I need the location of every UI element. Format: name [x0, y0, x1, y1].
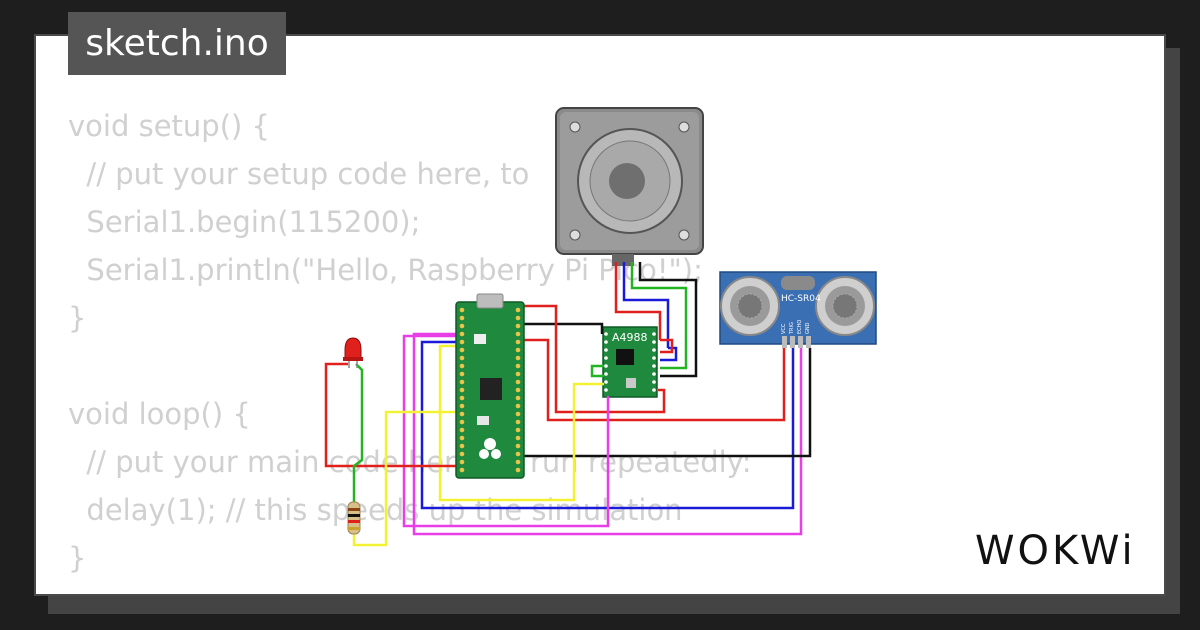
raspberry-pi-pico[interactable]: [455, 293, 525, 479]
wokwi-logo: WOKWi: [975, 528, 1136, 574]
code-line: // put your setup code here, to: [68, 157, 530, 191]
sensor-pin-label: TRIG: [789, 322, 795, 335]
code-line: }: [68, 301, 87, 335]
hc-sr04-sensor[interactable]: HC-SR04 VCC TRIG ECHO GND: [719, 271, 877, 348]
filename-tab[interactable]: sketch.ino: [68, 12, 286, 75]
code-line: Serial1.begin(115200);: [68, 205, 421, 239]
sensor-pin-label: VCC: [781, 323, 787, 334]
code-line: void setup() {: [68, 109, 270, 143]
code-line: void loop() {: [68, 397, 251, 431]
sensor-label: HC-SR04: [781, 294, 821, 304]
resistor[interactable]: [347, 501, 361, 535]
code-line: // put your main code here, to run repea…: [68, 445, 752, 479]
red-led[interactable]: [343, 337, 363, 368]
sensor-pin-label: ECHO: [797, 320, 803, 334]
a4988-driver[interactable]: A4988: [602, 326, 658, 398]
sensor-pin-label: GND: [805, 322, 811, 334]
stepper-motor[interactable]: [555, 107, 704, 266]
driver-label: A4988: [612, 331, 648, 344]
code-line: }: [68, 541, 87, 575]
